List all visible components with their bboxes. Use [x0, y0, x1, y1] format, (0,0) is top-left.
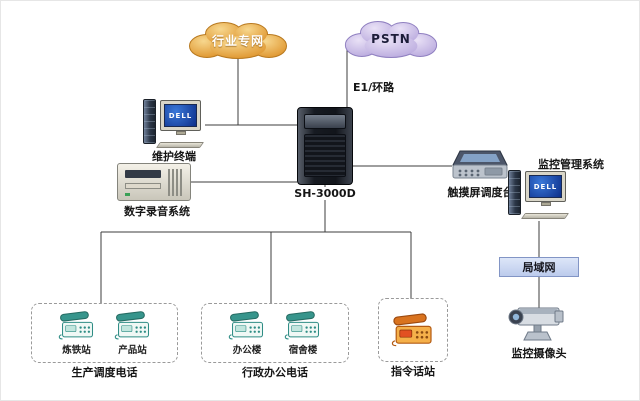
pc-slot [125, 170, 161, 178]
server-panel [304, 114, 346, 129]
production-group-label: 生产调度电话 [71, 366, 138, 379]
screen: DELL [529, 175, 562, 198]
monitor-stand [176, 131, 186, 135]
monitor-icon: DELL [160, 100, 201, 131]
lan-label: 局域网 [522, 261, 556, 274]
command-station-label: 指令话站 [391, 365, 435, 378]
tower-icon [143, 99, 156, 144]
monitoring-system-label: 监控管理系统 [538, 158, 604, 171]
screen-brand-text: DELL [533, 182, 558, 191]
pc-drive-bay [125, 183, 161, 189]
keyboard-icon [520, 213, 570, 219]
screen: DELL [164, 104, 197, 127]
phone-icon [58, 310, 93, 340]
maintenance-terminal-label: 维护终端 [152, 150, 196, 163]
cloud-icon [344, 21, 438, 58]
pstn-cloud: PSTN [343, 19, 439, 59]
phone-icon [284, 310, 320, 340]
cctv-camera-icon [507, 302, 571, 344]
industry-network-label: 行业专网 [211, 33, 264, 48]
monitoring-workstation-icon: DELL [508, 169, 570, 221]
phone-unit: 产品站 [113, 310, 153, 356]
phone-station-label: 炼铁站 [62, 345, 91, 356]
server-label: SH-3000D [289, 187, 361, 201]
monitor-icon: DELL [525, 171, 566, 202]
admin-group-label: 行政办公电话 [242, 366, 308, 379]
pstn-label: PSTN [371, 32, 411, 46]
industrial-pc-icon [117, 163, 191, 201]
server-grill [304, 134, 346, 177]
screen-brand-text: DELL [168, 111, 193, 120]
server-tower-icon [297, 107, 353, 185]
industry-network-cloud: 行业专网 [187, 20, 289, 60]
admin-phones-group: 办公楼 宿舍楼 [201, 303, 349, 363]
recording-system-label: 数字录音系统 [124, 205, 190, 218]
pc-vents [168, 169, 184, 196]
command-phone-icon [391, 312, 432, 346]
dispatch-console-icon [451, 148, 509, 184]
touchscreen-console-label: 触摸屏调度台 [447, 186, 514, 199]
tower-icon [508, 170, 521, 215]
phone-unit: 办公楼 [227, 310, 267, 356]
phone-station-label: 产品站 [118, 345, 147, 356]
maintenance-workstation-icon: DELL [143, 98, 205, 150]
lan-box: 局域网 [499, 257, 579, 277]
phone-unit: 宿舍楼 [283, 310, 323, 356]
command-phone-group [378, 298, 448, 362]
phone-unit [390, 312, 436, 349]
keyboard-icon [155, 142, 205, 148]
phone-unit: 炼铁站 [57, 310, 97, 356]
phone-icon [114, 310, 149, 340]
pc-led [125, 193, 130, 196]
cloud-icon [189, 22, 287, 59]
production-phones-group: 炼铁站 产品站 [31, 303, 178, 363]
camera-label: 监控摄像头 [511, 347, 567, 360]
phone-station-label: 宿舍楼 [288, 345, 318, 356]
phone-icon [228, 310, 264, 340]
monitor-stand [541, 202, 551, 206]
phone-station-label: 办公楼 [232, 345, 262, 356]
e1-loop-label: E1/环路 [353, 81, 395, 94]
